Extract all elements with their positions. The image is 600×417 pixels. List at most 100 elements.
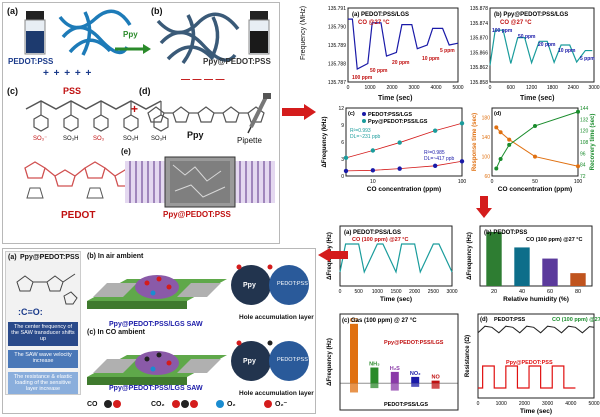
gas-bar-positive (431, 380, 440, 384)
x-tick-label: 2000 (386, 85, 397, 91)
arrow-left-icon (318, 248, 348, 262)
so3h-label-3: SO₃H (151, 136, 167, 142)
x-tick-label: 10 (370, 179, 376, 185)
humidity-bar (486, 232, 502, 286)
mech-label-c: (c) In CO ambient (87, 329, 145, 336)
legend-o2m-label: O₂⁻ (275, 401, 288, 408)
y2-tick-label: 108 (580, 140, 589, 146)
chart-title: (b) Ppy@PEDOT:PSS/LGS (494, 12, 568, 18)
plot-frame (339, 225, 453, 287)
data-point (343, 168, 349, 174)
x-tick-label: 2000 (409, 289, 420, 295)
data-point (459, 159, 465, 164)
x-tick-label: 50 (532, 179, 538, 185)
pss-label: PSS (63, 86, 82, 96)
pipette-label: Pipette (237, 136, 262, 145)
series-label: PEDOT:PSS/LGS (384, 402, 428, 408)
minus-row: — — — — (181, 74, 225, 84)
legend-co-label: CO (87, 401, 98, 408)
device-image (125, 156, 275, 208)
chart-subtitle: CO (100 ppm) @27 °C (526, 237, 582, 243)
pedot-label: PEDOT (61, 210, 96, 221)
y-tick-label: 135.788 (328, 62, 346, 68)
chart-title: (d) (494, 111, 501, 117)
mechanism-left-column: (a) Ppy@PEDOT:PSS :C≡O: The center frequ… (5, 251, 81, 395)
mech-label-a: (a) (8, 254, 17, 261)
hole-layer-air (231, 264, 309, 305)
legend-co2-label: CO₂ (151, 401, 165, 408)
x-tick-label: 3000 (446, 289, 457, 295)
x-tick-label: 2500 (428, 289, 439, 295)
x-tick-label: 40 (519, 289, 525, 295)
gas-bar-negative (431, 383, 440, 389)
ppy-molecule-icon (16, 273, 78, 305)
ppm-annotation: 10 ppm (558, 48, 576, 54)
chart-title: (a) PEDOT:PSS/LGS (352, 12, 409, 18)
gas-label: NO (431, 375, 440, 381)
series-line (489, 29, 593, 66)
x-axis-label: CO concentration (ppm) (367, 186, 441, 193)
y2-axis-label: Recovery time (sec) (590, 114, 596, 171)
pedot-ball-air: PEDOT:PSS (277, 281, 308, 287)
ppm-annotation: 50 ppm (518, 34, 536, 40)
recovery-point (507, 142, 512, 147)
ppy-resistance-line (478, 365, 576, 389)
data-point (370, 168, 376, 173)
y2-tick-label: 144 (580, 106, 589, 112)
series-label: Ppy@PEDOT:PSS/LGS (384, 340, 444, 346)
x-tick-label: 20 (491, 289, 497, 295)
chart-title: (d) (480, 317, 488, 323)
pipette-icon (247, 93, 271, 134)
y2-tick-label: 96 (580, 151, 586, 157)
x-tick-label: 5000 (588, 401, 599, 407)
ppm-annotation: 100 ppm (492, 28, 513, 34)
data-point (370, 148, 376, 153)
plot-xlabel-b: Time (sec) (520, 95, 555, 102)
humidity-bar (570, 273, 586, 286)
ppm-annotation: 5 ppm (580, 56, 595, 62)
data-point (459, 121, 465, 126)
recovery-point (576, 109, 580, 114)
plus-row: + + + + + (43, 68, 93, 79)
gas-label: H₂S (390, 366, 400, 372)
mech-box-2: The SAW wave velocity increase (8, 350, 78, 368)
mechanism-panel: (a) Ppy@PEDOT:PSS :C≡O: The center frequ… (2, 248, 316, 414)
x-tick-label: 4000 (565, 401, 576, 407)
ppy-pedot-text: Ppy@PEDOT:PSS (203, 57, 271, 66)
saw-label-co: Ppy@PEDOT:PSS/LGS SAW (109, 385, 203, 392)
plot-frame (339, 313, 459, 411)
y-axis-label: ΔFrequency (Hz) (467, 232, 473, 280)
response-point (507, 137, 512, 142)
x-tick-label: 1000 (372, 289, 383, 295)
response-point (533, 154, 537, 159)
y-axis-label: Response time (sec) (472, 113, 478, 171)
plot-frame (491, 107, 579, 177)
y-tick-label: 135.791 (328, 6, 346, 12)
y-tick-label: 135.862 (470, 65, 488, 71)
y-tick-label: 135.787 (328, 80, 346, 86)
x-tick-label: 2400 (568, 85, 579, 91)
gas-bar-positive (370, 367, 379, 384)
x-tick-label: 0 (491, 179, 494, 185)
so3-label-1: SO₃⁻ (33, 136, 48, 142)
x-tick-label: 100 (458, 179, 467, 185)
y-tick-label: 140 (482, 135, 491, 141)
ppy-label: Ppy (187, 130, 204, 140)
recovery-point (498, 157, 503, 161)
y2-tick-label: 132 (580, 117, 589, 123)
hole-layer-label-air: Hole accumulation layer (239, 314, 314, 321)
mech-box-1-text: The center frequency of the SAW transduc… (11, 324, 75, 343)
gas-bar-positive (411, 376, 420, 384)
ppy-ball-co: Ppy (243, 358, 256, 365)
x-axis-label: Relative humidity (%) (503, 296, 569, 303)
plot-frame (477, 313, 595, 399)
data-point (397, 166, 402, 171)
y-tick-label: 12 (338, 106, 344, 112)
gas-label: NO₂ (410, 371, 421, 377)
plot-xlabel-a: Time (sec) (378, 95, 413, 102)
mech-legend: CO CO₂ O₂ O₂⁻ (87, 399, 313, 411)
